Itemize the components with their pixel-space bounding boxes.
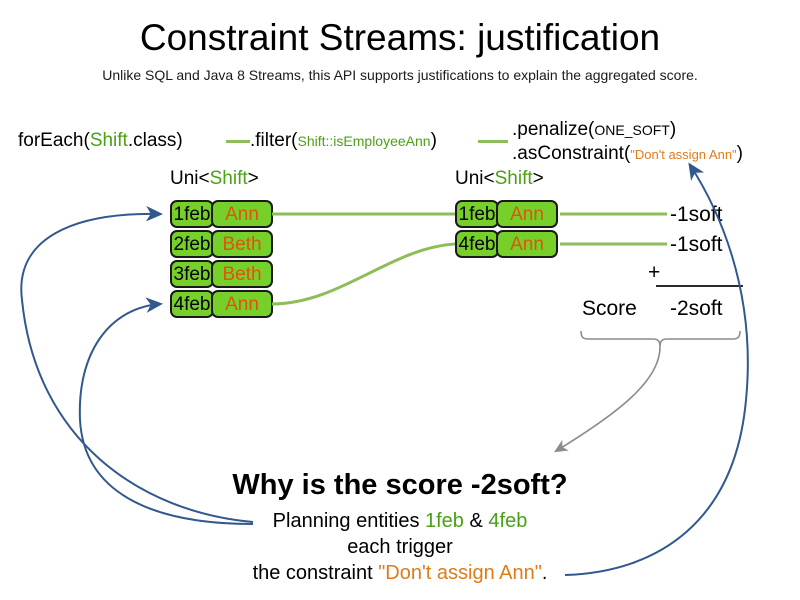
code-foreach: forEach(Shift.class)	[18, 129, 183, 153]
code-filter-call: .filter(	[250, 130, 298, 151]
uni-left-pre: Uni<	[170, 168, 210, 189]
uni-left-post: >	[247, 168, 259, 189]
tuple-cell-employee: Ann	[211, 200, 273, 228]
tuple-cell-employee: Ann	[496, 230, 558, 258]
code-penalize-arg: ONE_SOFT	[594, 122, 670, 138]
tuple-cell-date: 3feb	[170, 260, 214, 288]
pipeline-connector-2	[478, 140, 508, 143]
explanation-line3-pre: the constraint	[252, 562, 379, 584]
explanation-line1-pre: Planning entities	[272, 510, 425, 532]
pipeline-connector-1	[226, 140, 250, 143]
tuple-cell-date: 4feb	[170, 290, 214, 318]
code-asconstraint: .asConstraint("Don't assign Ann")	[512, 142, 743, 167]
code-filter-arg: Shift::isEmployeeAnn	[297, 133, 431, 149]
explanation-line-1: Planning entities 1feb & 4feb	[0, 509, 800, 533]
explanation-entity-a: 1feb	[425, 510, 464, 532]
explanation-entity-b: 4feb	[488, 510, 528, 532]
uni-right-post: >	[532, 168, 544, 189]
uni-right-type: Shift	[494, 168, 533, 189]
code-asconstraint-call: .asConstraint(	[512, 143, 631, 164]
code-filter: .filter(Shift::isEmployeeAnn)	[250, 129, 437, 153]
table-row[interactable]: 4feb Ann	[455, 230, 558, 258]
code-foreach-tail: .class)	[127, 130, 183, 151]
score-brace	[580, 330, 741, 348]
tuple-cell-date: 1feb	[455, 200, 499, 228]
match-score-2: -1soft	[670, 233, 723, 256]
flow-line-4feb	[271, 242, 456, 306]
code-asconstraint-arg: "Don't assign Ann"	[630, 147, 737, 162]
page-title: Constraint Streams: justification	[139, 17, 661, 58]
explanation-constraint-name: "Don't assign Ann"	[378, 562, 542, 584]
sum-operator: +	[648, 261, 661, 284]
tuple-cell-date: 1feb	[170, 200, 214, 228]
explanation-line-3: the constraint "Don't assign Ann".	[0, 561, 800, 585]
code-foreach-call: forEach(	[18, 130, 90, 151]
sum-rule-line	[656, 285, 743, 287]
explanation-line3-post: .	[541, 562, 548, 584]
code-asconstraint-tail: )	[736, 143, 743, 164]
tuple-cell-employee: Beth	[211, 260, 273, 288]
uni-right-pre: Uni<	[455, 168, 495, 189]
code-penalize-call: .penalize(	[512, 119, 595, 140]
code-filter-tail: )	[430, 130, 437, 151]
code-foreach-type: Shift	[89, 130, 128, 151]
code-penalize: .penalize(ONE_SOFT)	[512, 118, 676, 142]
tuple-cell-employee: Beth	[211, 230, 273, 258]
match-score-1: -1soft	[670, 203, 723, 226]
table-row[interactable]: 4feb Ann	[170, 290, 273, 318]
page-subtitle: Unlike SQL and Java 8 Streams, this API …	[102, 67, 698, 83]
score-label: Score	[582, 297, 637, 320]
table-row[interactable]: 1feb Ann	[455, 200, 558, 228]
tuple-cell-employee: Ann	[211, 290, 273, 318]
score-total: -2soft	[670, 297, 723, 320]
stream-type-label-left: Uni<Shift>	[170, 168, 259, 190]
explanation-heading: Why is the score -2soft?	[232, 469, 568, 501]
uni-left-type: Shift	[209, 168, 248, 189]
table-row[interactable]: 2feb Beth	[170, 230, 273, 258]
brace-to-explanation-arrow	[553, 346, 661, 453]
stream-type-label-right: Uni<Shift>	[455, 168, 544, 190]
code-penalize-tail: )	[669, 119, 677, 140]
tuple-cell-date: 4feb	[455, 230, 499, 258]
tuple-cell-employee: Ann	[496, 200, 558, 228]
explanation-line-2: each trigger	[347, 536, 453, 558]
table-row[interactable]: 1feb Ann	[170, 200, 273, 228]
table-row[interactable]: 3feb Beth	[170, 260, 273, 288]
explanation-line1-mid: &	[463, 510, 489, 532]
tuple-cell-date: 2feb	[170, 230, 214, 258]
